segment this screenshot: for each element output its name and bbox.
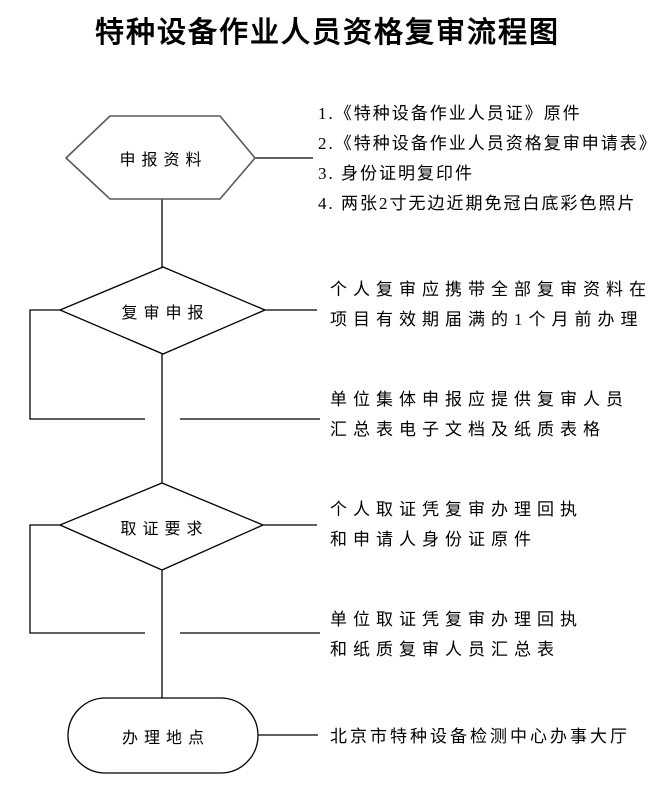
note-line: 和纸质复审人员汇总表 [330,640,560,659]
diamond-shape-certificate [58,482,265,571]
materials-list-item-2: 2.《特种设备作业人员资格复审申请表》 [318,134,655,153]
materials-list: 1.《特种设备作业人员证》原件 2.《特种设备作业人员资格复审申请表》 3. 身… [318,99,655,219]
materials-list-item-3: 3. 身份证明复印件 [318,164,474,183]
node-label-materials: 申报资料 [119,151,208,169]
note-line: 单位集体申报应提供复审人员 [330,390,629,409]
stadium-shape-location [67,697,259,774]
connector-diamond2-left-loop [29,524,145,634]
materials-list-item-4: 4. 两张2寸无边近期免冠白底彩色照片 [318,194,637,213]
note-review-personal: 个人复审应携带全部复审资料在 项目有效期届满的1个月前办理 [330,275,652,335]
note-location: 北京市特种设备检测中心办事大厅 [330,722,630,752]
node-label-location: 办理地点 [121,729,210,747]
diamond-shape-review [58,266,267,355]
note-line: 单位取证凭复审办理回执 [330,610,583,629]
node-label-review: 复审申报 [121,304,210,322]
note-line: 和申请人身份证原件 [330,530,537,549]
note-line: 北京市特种设备检测中心办事大厅 [330,727,630,746]
note-line: 个人复审应携带全部复审资料在 [330,280,652,299]
connector-diamond1-left-loop [29,309,145,420]
materials-list-item-1: 1.《特种设备作业人员证》原件 [318,104,582,123]
note-line: 个人取证凭复审办理回执 [330,500,583,519]
page-title: 特种设备作业人员资格复审流程图 [94,17,560,49]
note-certificate-personal: 个人取证凭复审办理回执 和申请人身份证原件 [330,495,583,555]
node-label-certificate: 取证要求 [120,520,209,538]
note-certificate-unit: 单位取证凭复审办理回执 和纸质复审人员汇总表 [330,605,583,665]
note-line: 项目有效期届满的1个月前办理 [330,310,644,329]
note-review-unit: 单位集体申报应提供复审人员 汇总表电子文档及纸质表格 [330,385,629,445]
hexagon-shape-materials [64,115,257,200]
note-line: 汇总表电子文档及纸质表格 [330,420,606,439]
